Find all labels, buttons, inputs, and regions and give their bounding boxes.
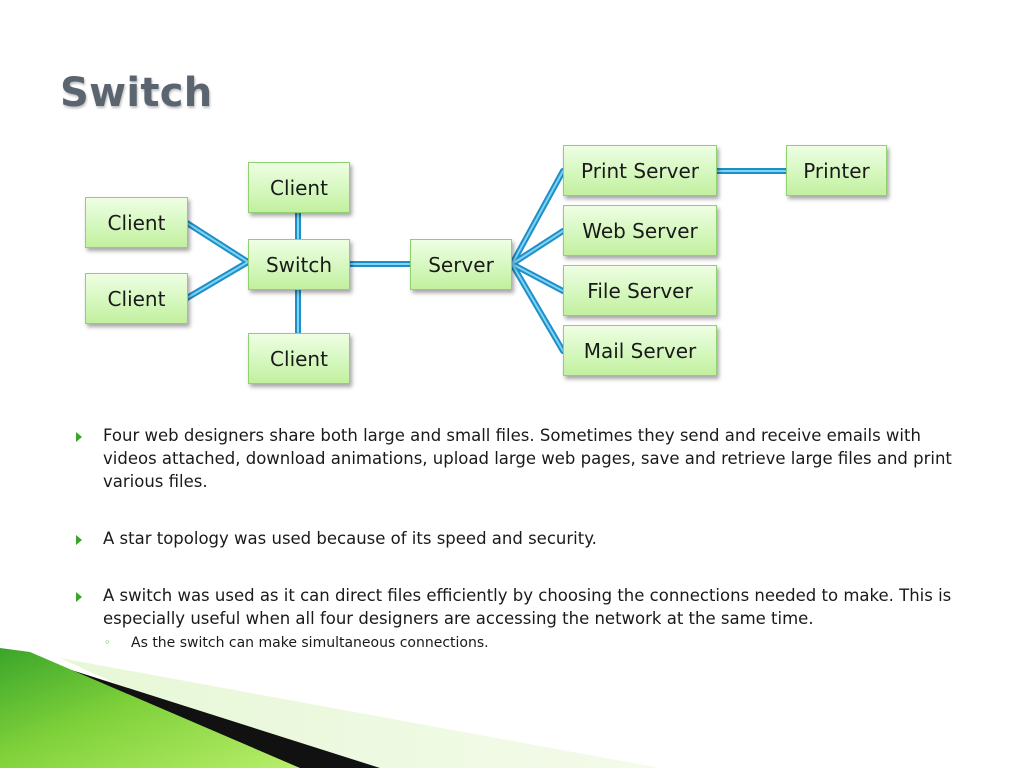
node-label: Web Server	[582, 218, 698, 243]
bullet-item: Four web designers share both large and …	[76, 424, 976, 493]
node-label: Client	[107, 210, 166, 235]
bullet-text: Four web designers share both large and …	[103, 426, 952, 491]
black-band	[40, 660, 380, 768]
connector-lines	[184, 168, 789, 354]
decorative-swoosh	[0, 648, 660, 768]
circle-bullet-icon: ◦	[104, 636, 111, 649]
node-mail-server: Mail Server	[563, 325, 717, 376]
bullet-text: A switch was used as it can direct files…	[103, 586, 952, 628]
node-client-bottom: Client	[248, 333, 350, 384]
node-print-server: Print Server	[563, 145, 717, 196]
sub-bullet-text: As the switch can make simultaneous conn…	[131, 635, 489, 651]
node-server: Server	[410, 239, 512, 290]
green-band	[0, 648, 300, 768]
sub-bullet-item: ◦ As the switch can make simultaneous co…	[103, 633, 976, 653]
bullet-list: Four web designers share both large and …	[76, 424, 976, 653]
node-web-server: Web Server	[563, 205, 717, 256]
node-label: Switch	[265, 252, 333, 277]
pale-green-band	[60, 658, 660, 768]
slide-title: Switch	[60, 70, 213, 116]
triangle-bullet-icon	[76, 432, 82, 442]
node-label: Client	[270, 175, 328, 200]
node-label: Mail Server	[583, 338, 697, 363]
node-printer: Printer	[786, 145, 887, 196]
node-file-server: File Server	[563, 265, 717, 316]
node-switch: Switch	[248, 239, 350, 290]
bullet-item: A switch was used as it can direct files…	[76, 584, 976, 653]
bullet-item: A star topology was used because of its …	[76, 527, 976, 550]
node-label: File Server	[587, 278, 693, 303]
node-client-left-upper: Client	[85, 197, 188, 248]
node-label: Server	[428, 252, 494, 277]
node-label: Client	[107, 286, 166, 311]
node-client-top: Client	[248, 162, 350, 213]
node-label: Print Server	[581, 158, 699, 183]
triangle-bullet-icon	[76, 535, 82, 545]
triangle-bullet-icon	[76, 592, 82, 602]
node-client-left-lower: Client	[85, 273, 188, 324]
node-label: Client	[270, 346, 328, 371]
bullet-text: A star topology was used because of its …	[103, 529, 597, 548]
node-label: Printer	[803, 158, 870, 183]
